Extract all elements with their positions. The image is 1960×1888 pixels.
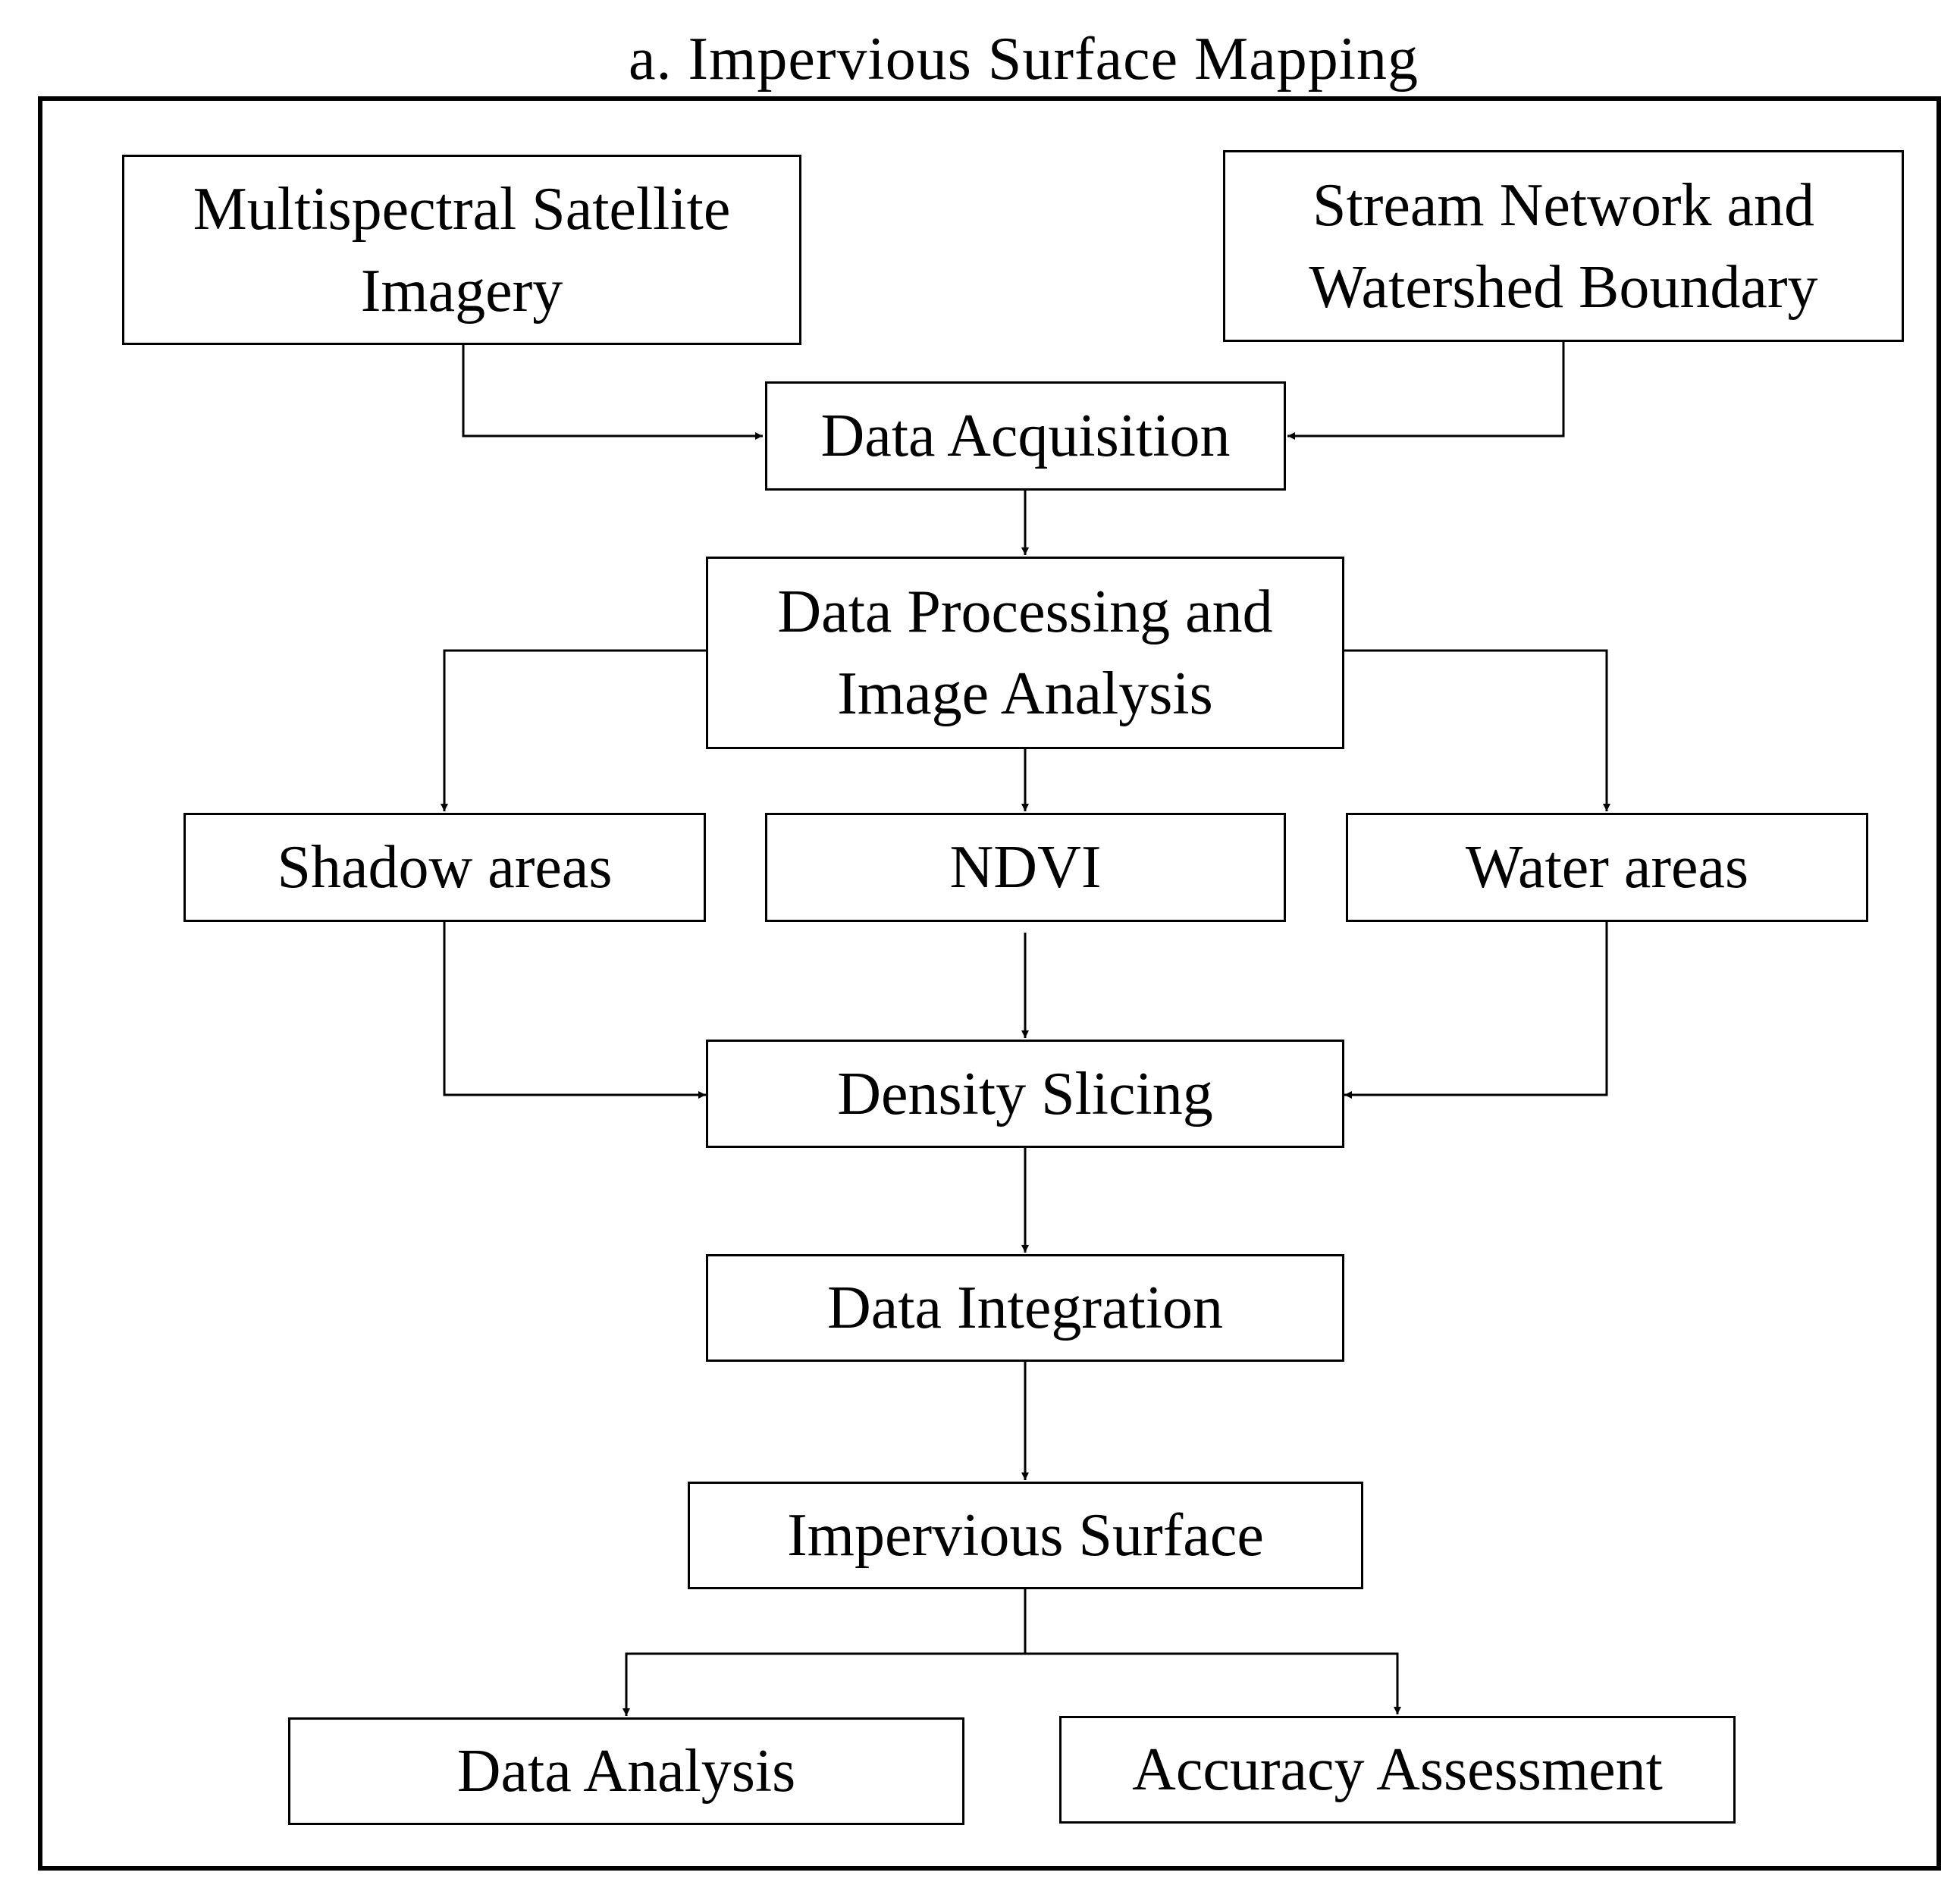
diagram-title: a. Impervious Surface Mapping (628, 26, 1419, 93)
node-ndvi: NDVI (765, 813, 1286, 922)
node-data-integration: Data Integration (706, 1254, 1344, 1362)
edge-impervious-accuracy (1025, 1652, 1401, 1714)
node-data-processing: Data Processing and Image Analysis (706, 557, 1344, 749)
node-satellite-imagery: Multispectral Satellite Imagery (122, 155, 801, 345)
node-impervious-surface: Impervious Surface (688, 1482, 1363, 1589)
node-data-analysis: Data Analysis (288, 1717, 964, 1825)
node-density-slicing: Density Slicing (706, 1040, 1344, 1148)
node-stream-network: Stream Network and Watershed Boundary (1223, 150, 1904, 342)
node-data-acquisition: Data Acquisition (765, 381, 1286, 491)
edge-impervious-analysis (622, 1589, 1027, 1716)
node-water-areas: Water areas (1346, 813, 1868, 922)
edge-shadow-density (443, 922, 706, 1099)
edge-satellite-acquisition (462, 345, 763, 440)
node-shadow-areas: Shadow areas (183, 813, 706, 922)
edge-processing-water (1344, 649, 1610, 811)
edge-water-density (1344, 922, 1608, 1099)
node-accuracy-assessment: Accuracy Assessment (1059, 1716, 1736, 1824)
edge-processing-shadow (441, 649, 706, 811)
diagram-frame (38, 96, 1941, 1871)
edge-stream-acquisition (1287, 342, 1565, 440)
